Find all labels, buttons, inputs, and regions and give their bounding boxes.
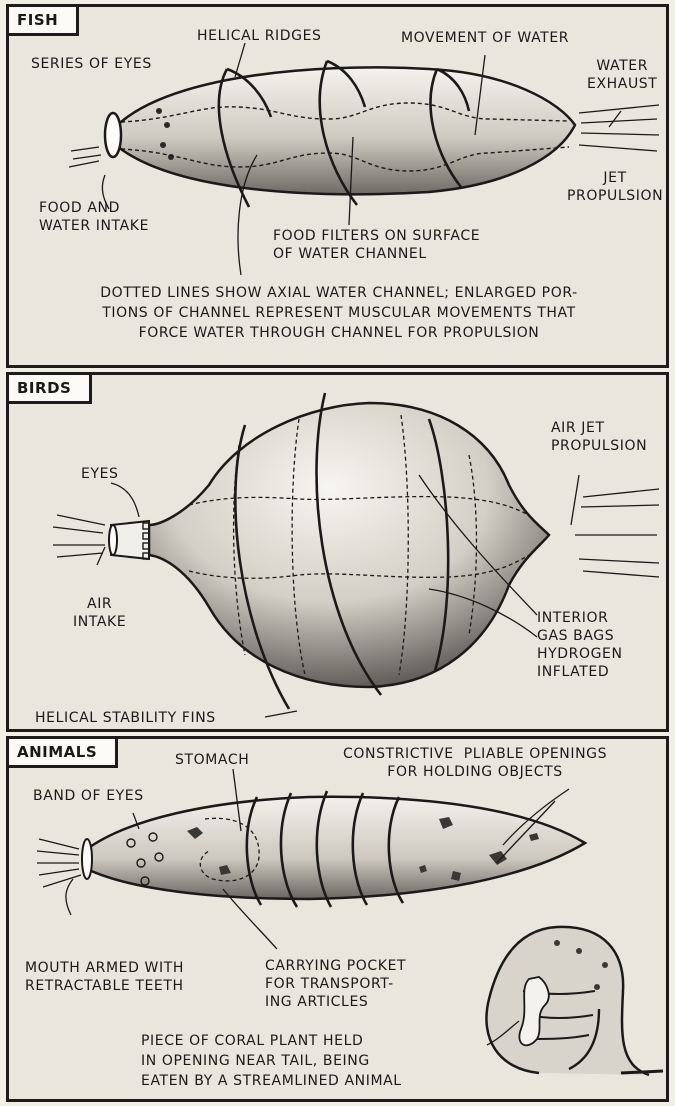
bird-exhaust-streaks (575, 489, 659, 577)
coral-note-text: PIECE OF CORAL PLANT HELD IN OPENING NEA… (141, 1031, 402, 1091)
fish-note-text: DOTTED LINES SHOW AXIAL WATER CHANNEL; E… (29, 283, 649, 343)
stomach-label: STOMACH (175, 751, 249, 769)
air-intake-label: AIR INTAKE (73, 595, 126, 631)
animal-mouth-icon (82, 839, 92, 879)
helical-ridges-label: HELICAL RIDGES (197, 27, 322, 45)
animals-panel: ANIMALS (6, 736, 669, 1102)
curled-animal-illustration (486, 927, 663, 1075)
birds-panel: BIRDS (6, 372, 669, 732)
jet-propulsion-label: JET PROPULSION (567, 169, 663, 205)
carrying-pocket-label: CARRYING POCKET FOR TRANSPORT- ING ARTIC… (265, 957, 406, 1011)
water-exhaust-label: WATER EXHAUST (587, 57, 657, 93)
fish-exhaust-streaks (579, 105, 659, 151)
bird-intake-icon (109, 525, 117, 555)
animal-teeth-streaks (37, 839, 81, 887)
mouth-label: MOUTH ARMED WITH RETRACTABLE TEETH (25, 959, 184, 995)
air-jet-propulsion-label: AIR JET PROPULSION (551, 419, 647, 455)
fish-mouth-icon (105, 113, 121, 157)
interior-gas-bags-label: INTERIOR GAS BAGS HYDROGEN INFLATED (537, 609, 623, 681)
constrictive-openings-label: CONSTRICTIVE PLIABLE OPENINGS FOR HOLDIN… (343, 745, 607, 781)
fish-panel: FISH (6, 4, 669, 368)
band-of-eyes-label: BAND OF EYES (33, 787, 144, 805)
bird-intake-streaks (53, 515, 105, 557)
food-and-water-intake-label: FOOD AND WATER INTAKE (39, 199, 149, 235)
eyes-label: EYES (81, 465, 119, 483)
series-of-eyes-label: SERIES OF EYES (31, 55, 152, 73)
helical-stability-fins-label: HELICAL STABILITY FINS (35, 709, 216, 727)
food-filters-label: FOOD FILTERS ON SURFACE OF WATER CHANNEL (273, 227, 480, 263)
movement-of-water-label: MOVEMENT OF WATER (401, 29, 569, 47)
fish-intake-streaks (69, 147, 101, 167)
fish-body (107, 67, 575, 194)
bird-body (149, 403, 549, 687)
